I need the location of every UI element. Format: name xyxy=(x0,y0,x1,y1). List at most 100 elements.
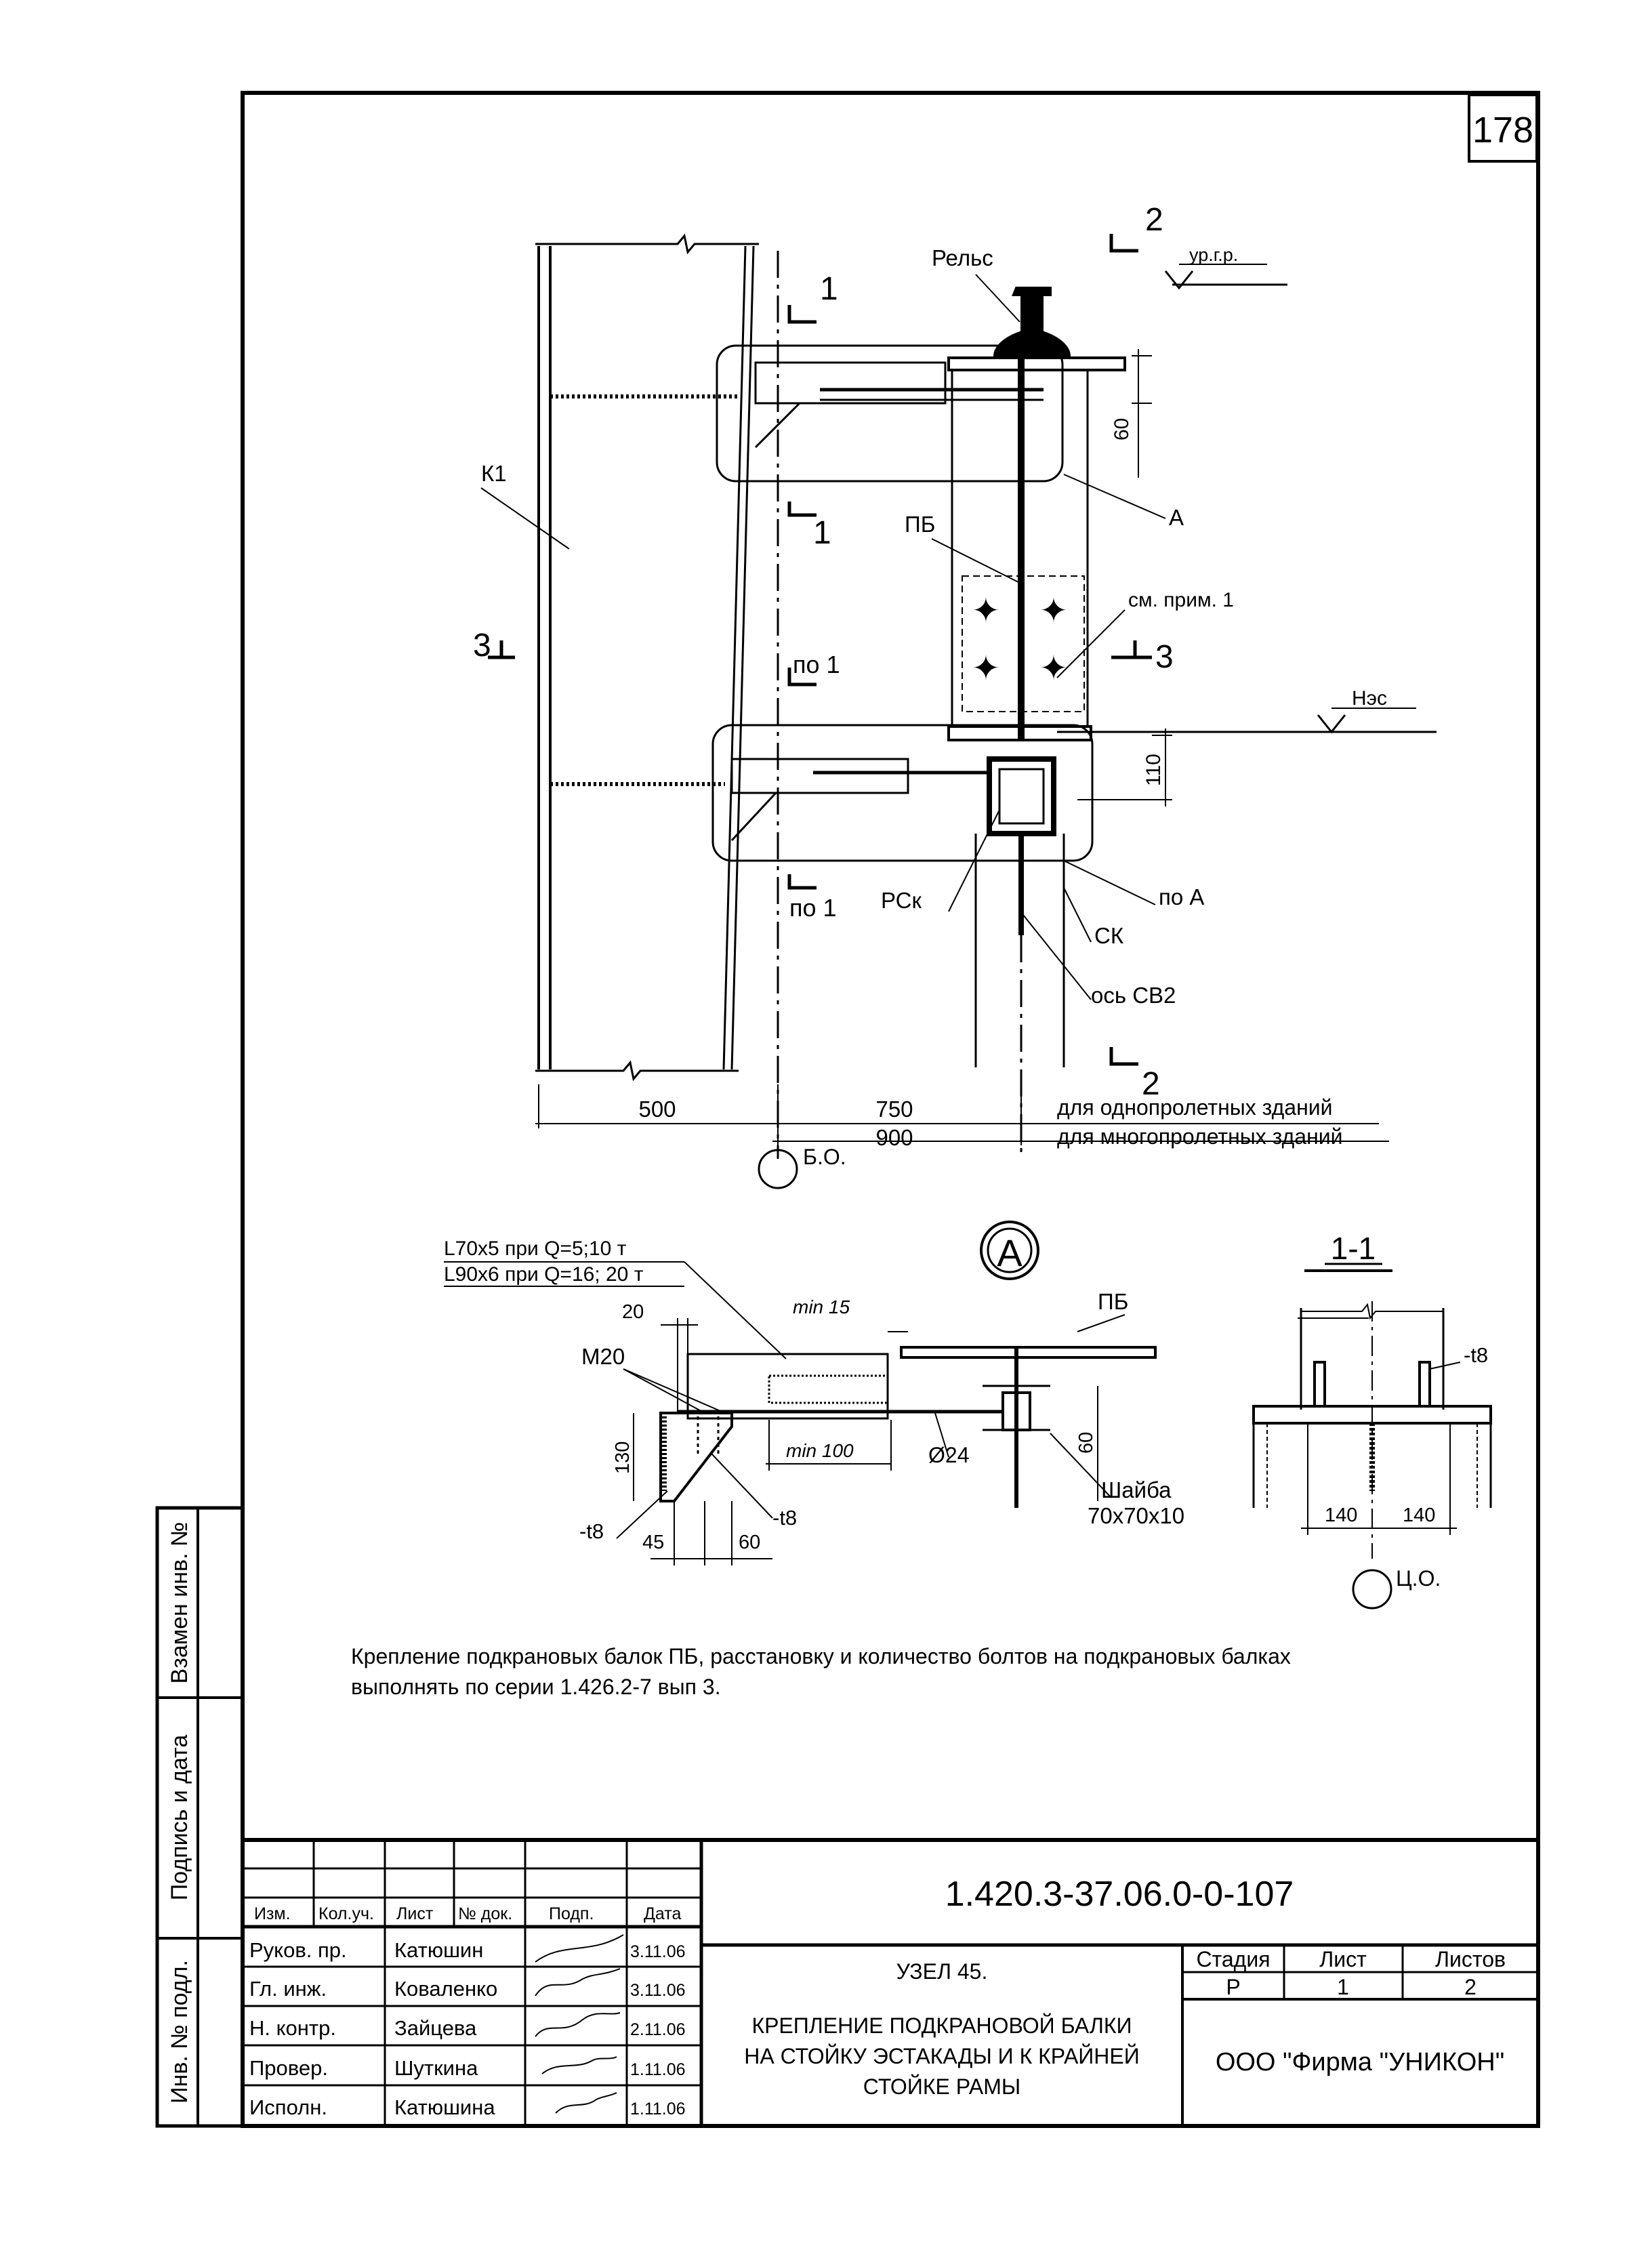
title-block xyxy=(243,1838,1538,2126)
page-number: 178 xyxy=(1472,110,1533,150)
signer-name: Катюшина xyxy=(394,2095,495,2119)
section-plate-label: -t8 xyxy=(1464,1343,1488,1367)
inv-orig-label: Инв. № подл. xyxy=(167,1960,192,2104)
title-block-text: 1.420.3-37.06.0-0-107 Изм. Кол.уч. Лист … xyxy=(249,1875,1506,2119)
rail-label: Рельс xyxy=(932,245,993,270)
signer-name: Коваленко xyxy=(394,1977,497,2001)
signer-name: Катюшин xyxy=(394,1938,483,1962)
detail-a-mark: А xyxy=(997,1231,1023,1274)
dim-60b-label: 60 xyxy=(739,1532,760,1553)
section-dim-140b-label: 140 xyxy=(1403,1504,1435,1526)
title-line-3: НА СТОЙКУ ЭСТАКАДЫ И К КРАЙНЕЙ xyxy=(744,2044,1139,2068)
angle1-label: L70x5 при Q=5;10 т xyxy=(444,1237,627,1260)
section-1-1-title: 1-1 xyxy=(1331,1231,1376,1266)
washer-label: Шайба xyxy=(1101,1477,1172,1502)
section1-lower-mark: 1 xyxy=(813,515,831,551)
detail-ref-label: А xyxy=(1169,505,1184,530)
section-po1-lower-mark: по 1 xyxy=(789,894,837,922)
signer-role: Провер. xyxy=(249,2056,328,2080)
head-ndok: № док. xyxy=(458,1904,512,1923)
side-stamp: Взамен инв. № Подпись и дата Инв. № подл… xyxy=(155,1506,245,2128)
sheets-total-value: 2 xyxy=(1464,1975,1477,1999)
section-co-label: Ц.О. xyxy=(1396,1566,1441,1591)
section-po1-upper-mark: по 1 xyxy=(793,651,840,678)
svg-text:✦: ✦ xyxy=(972,592,1000,630)
axis-cb2-label: ось СВ2 xyxy=(1091,983,1176,1008)
signer-date: 3.11.06 xyxy=(630,1981,686,2000)
head-podp: Подп. xyxy=(549,1904,594,1923)
signer-date: 1.11.06 xyxy=(630,2100,686,2118)
beam-label: ПБ xyxy=(905,512,935,537)
multi-span-label: для многопролетных зданий xyxy=(1057,1124,1343,1149)
dim-20-label: 20 xyxy=(622,1301,644,1323)
plate-left-label: -t8 xyxy=(579,1519,604,1543)
signer-role: Гл. инж. xyxy=(249,1977,327,2001)
stage-head: Стадия xyxy=(1196,1947,1270,1971)
main-view: ✦ ✦ ✦ ✦ xyxy=(480,233,1437,1189)
section-1-1 xyxy=(1252,1263,1492,1610)
stage-value: Р xyxy=(1226,1975,1240,1999)
bolt-label: М20 xyxy=(581,1344,625,1369)
detail-beam-label: ПБ xyxy=(1098,1289,1128,1314)
signer-name: Шуткина xyxy=(394,2056,478,2080)
dim-900-label: 900 xyxy=(875,1125,913,1150)
min15-label: min 15 xyxy=(793,1296,850,1317)
signer-name: Зайцева xyxy=(394,2016,477,2040)
signer-date: 1.11.06 xyxy=(630,2060,686,2079)
signer-date: 3.11.06 xyxy=(630,1942,686,1961)
top-level-label: ур.г.р. xyxy=(1189,245,1238,265)
signer-role: Н. контр. xyxy=(249,2016,336,2040)
dim-110-label: 110 xyxy=(1142,754,1165,786)
main-view-labels: Рельс ур.г.р. К1 ПБ см. прим. 1 А Нэс 1 … xyxy=(473,202,1387,1169)
dim-60-label: 60 xyxy=(1111,418,1133,441)
head-izm: Изм. xyxy=(254,1904,291,1923)
svg-text:✦: ✦ xyxy=(972,649,1000,687)
dim-130-label: 130 xyxy=(612,1441,634,1474)
note-line-1: Крепление подкрановых балок ПБ, расстано… xyxy=(351,1644,1291,1668)
detail-a xyxy=(444,1221,1157,1565)
section-1-1-labels: 1-1 -t8 140 140 Ц.О. xyxy=(1325,1231,1488,1591)
angle2-label: L90x6 при Q=16; 20 т xyxy=(444,1263,644,1286)
title-line-1: УЗЕЛ 45. xyxy=(896,1959,988,1984)
note-ref-label: см. прим. 1 xyxy=(1128,589,1234,611)
signer-role: Руков. пр. xyxy=(249,1938,347,1962)
doc-code: 1.420.3-37.06.0-0-107 xyxy=(945,1875,1294,1914)
rsk-label: РСк xyxy=(881,888,922,913)
section3-left-mark: 3 xyxy=(473,628,491,663)
head-koluch: Кол.уч. xyxy=(318,1904,374,1923)
support-level-label: Нэс xyxy=(1352,687,1387,710)
sk-label: СК xyxy=(1094,923,1124,948)
sheets-head: Листов xyxy=(1435,1947,1506,1971)
diam-label: Ø24 xyxy=(928,1443,969,1467)
section2-lower-mark: 2 xyxy=(1142,1066,1160,1102)
section-dim-140a-label: 140 xyxy=(1325,1504,1357,1526)
single-span-label: для однопролетных зданий xyxy=(1057,1095,1333,1120)
washer-size-label: 70x70x10 xyxy=(1088,1503,1184,1528)
po-a-label: по А xyxy=(1159,884,1204,909)
detail-a-labels: А L70x5 при Q=5;10 т L90x6 при Q=16; 20 … xyxy=(444,1231,1184,1553)
dim-45-label: 45 xyxy=(642,1532,664,1553)
detail-dim-60-label: 60 xyxy=(1075,1432,1097,1454)
section3-right-mark: 3 xyxy=(1155,639,1174,675)
replace-inv-label: Взамен инв. № xyxy=(167,1522,192,1684)
dim-750-label: 750 xyxy=(875,1097,913,1122)
head-data: Дата xyxy=(644,1904,681,1923)
plate-mid-label: -t8 xyxy=(772,1506,797,1530)
sheet-head: Лист xyxy=(1319,1947,1367,1971)
min100-label: min 100 xyxy=(786,1440,854,1461)
title-line-4: СТОЙКЕ РАМЫ xyxy=(863,2074,1020,2099)
svg-text:✦: ✦ xyxy=(1039,592,1068,630)
section2-mark: 2 xyxy=(1145,202,1163,238)
note-line-2: выполнять по серии 1.426.2-7 вып 3. xyxy=(351,1675,721,1699)
head-list: Лист xyxy=(396,1904,434,1923)
signer-role: Исполн. xyxy=(249,2095,327,2119)
dim-500-label: 500 xyxy=(638,1097,676,1122)
section1-mark: 1 xyxy=(820,271,838,307)
sign-date-label: Подпись и дата xyxy=(167,1735,192,1901)
sheet-value: 1 xyxy=(1337,1975,1349,1999)
bo-label: Б.О. xyxy=(803,1145,846,1169)
company-name: ООО "Фирма "УНИКОН" xyxy=(1216,2048,1504,2076)
column-label: К1 xyxy=(481,461,507,486)
title-line-2: КРЕПЛЕНИЕ ПОДКРАНОВОЙ БАЛКИ xyxy=(751,2013,1132,2038)
